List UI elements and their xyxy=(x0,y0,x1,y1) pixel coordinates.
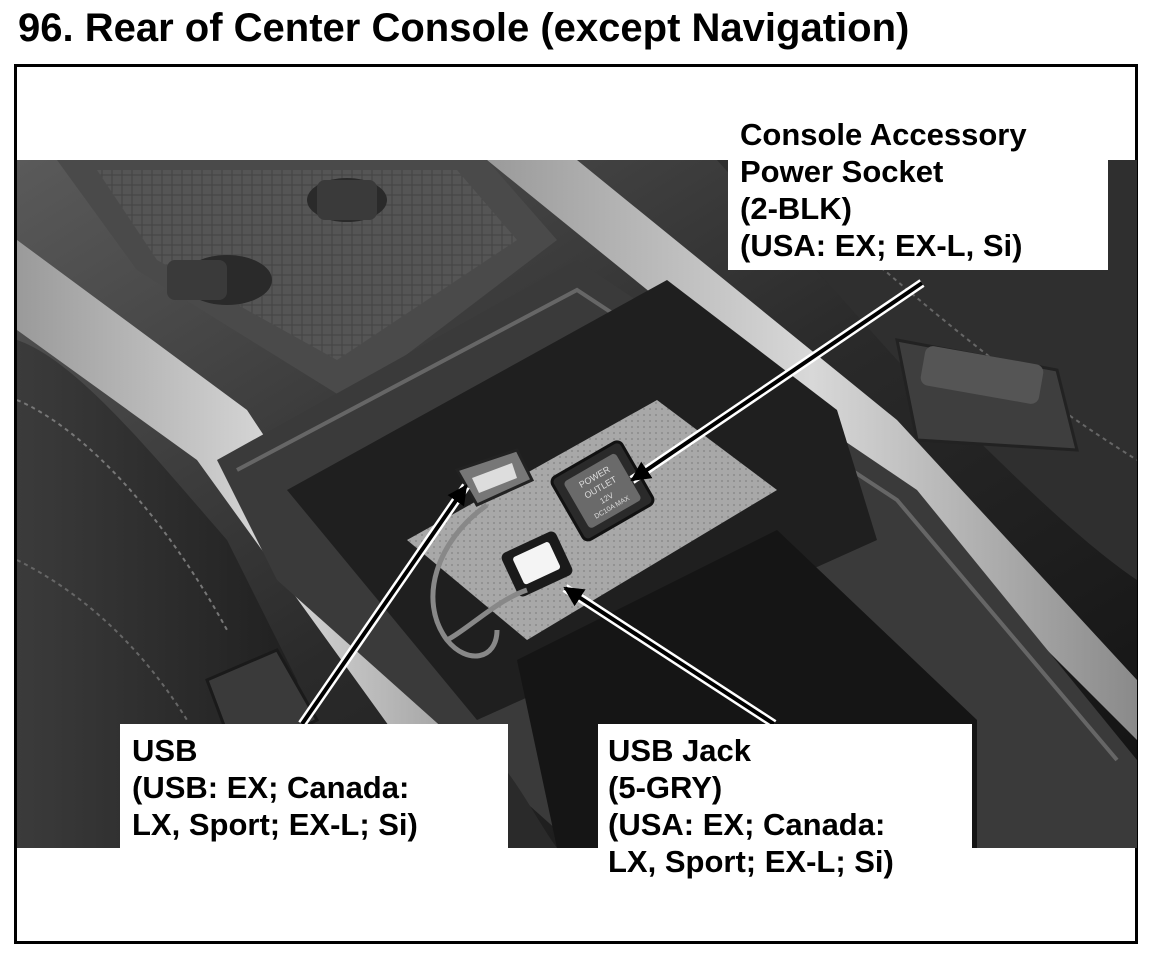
callout-line: USB xyxy=(132,733,198,768)
callout-line: (USA: EX; EX-L, Si) xyxy=(740,228,1023,263)
cup-holder xyxy=(57,160,557,400)
seatbelt-buckle-right xyxy=(895,338,1079,452)
callout-line: LX, Sport; EX-L; Si) xyxy=(132,807,418,842)
callout-line: Console Accessory xyxy=(740,117,1027,152)
callout-line: USB Jack xyxy=(608,733,752,768)
callout-line: (USA: EX; Canada: xyxy=(608,807,886,842)
callout-line: Power Socket xyxy=(740,154,944,189)
power-socket: POWER OUTLET 12V DC10A MAX xyxy=(550,440,655,542)
callout-line: LX, Sport; EX-L; Si) xyxy=(608,844,894,879)
arrow-usb-jack xyxy=(562,584,777,728)
arrow-power-socket xyxy=(629,279,925,484)
usb-jack xyxy=(501,531,573,597)
callout-power-socket: Console Accessory Power Socket (2-BLK) (… xyxy=(728,112,1108,270)
callout-line: (5-GRY) xyxy=(608,770,723,805)
callout-line: (USB: EX; Canada: xyxy=(132,770,410,805)
usb-plug xyxy=(430,448,535,659)
arrow-usb xyxy=(298,483,470,727)
page-title: 96. Rear of Center Console (except Navig… xyxy=(18,6,910,50)
callout-usb-jack: USB Jack (5-GRY) (USA: EX; Canada: LX, S… xyxy=(598,724,972,886)
callout-line: (2-BLK) xyxy=(740,191,852,226)
callout-usb: USB (USB: EX; Canada: LX, Sport; EX-L; S… xyxy=(120,724,508,862)
